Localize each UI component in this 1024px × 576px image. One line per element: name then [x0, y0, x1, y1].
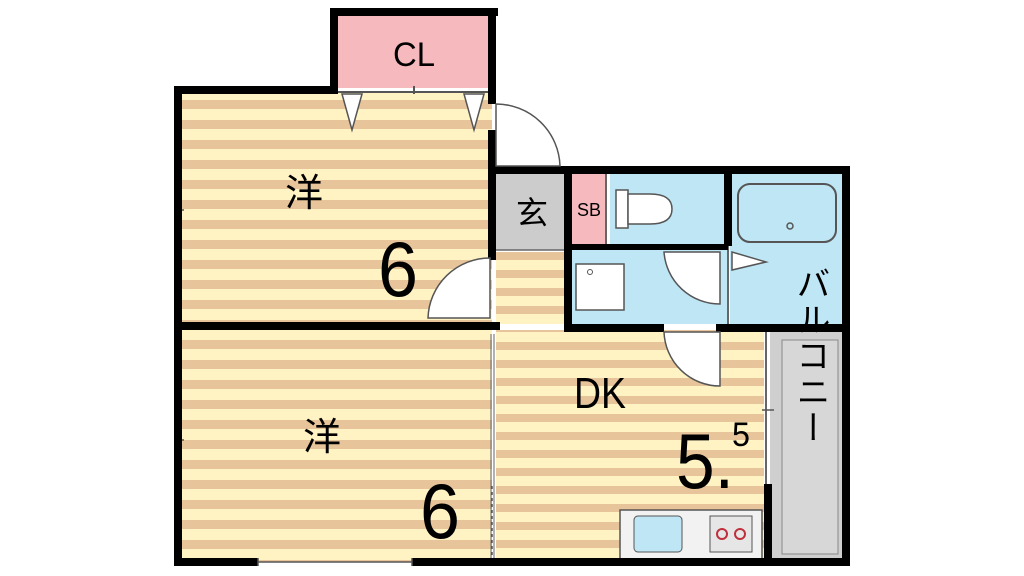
burner-left — [716, 528, 728, 540]
entrance-floor — [496, 174, 568, 250]
kitchen-sink — [633, 515, 683, 553]
room-door-top — [427, 257, 491, 319]
western-room-bottom-size: 6 — [420, 467, 460, 555]
burner-right — [734, 528, 746, 540]
bath-door — [731, 250, 769, 271]
western-room-top-size: 6 — [378, 225, 418, 313]
closet-label: CL — [393, 36, 435, 74]
washbasin — [575, 263, 625, 311]
balcony-label: バルコニー — [790, 266, 830, 446]
bathtub-drain — [786, 222, 794, 230]
washbasin-drain — [587, 269, 593, 275]
shoe-box-label: SB — [577, 200, 601, 220]
western-room-bottom-label: 洋 — [303, 415, 341, 459]
washroom-door — [663, 251, 721, 305]
dk-label: DK — [574, 369, 626, 418]
western-room-bottom-floor — [180, 330, 492, 562]
bathtub — [737, 183, 837, 243]
dk-door — [663, 331, 721, 387]
closet-door-left — [341, 93, 363, 133]
dk-size-main: 5. — [676, 417, 734, 505]
hall-floor — [496, 252, 568, 324]
dk-size-fraction: 5 — [732, 416, 750, 454]
entrance-door — [495, 103, 561, 167]
balcony-inner — [781, 339, 839, 555]
closet-floor — [336, 14, 492, 88]
toilet-bowl — [627, 193, 673, 225]
shoe-box — [572, 174, 606, 244]
toilet-tank — [615, 189, 629, 229]
walls — [174, 8, 850, 566]
western-room-top-label: 洋 — [285, 171, 323, 215]
closet-door-right — [463, 93, 485, 133]
entrance-label: 玄 — [516, 194, 548, 232]
